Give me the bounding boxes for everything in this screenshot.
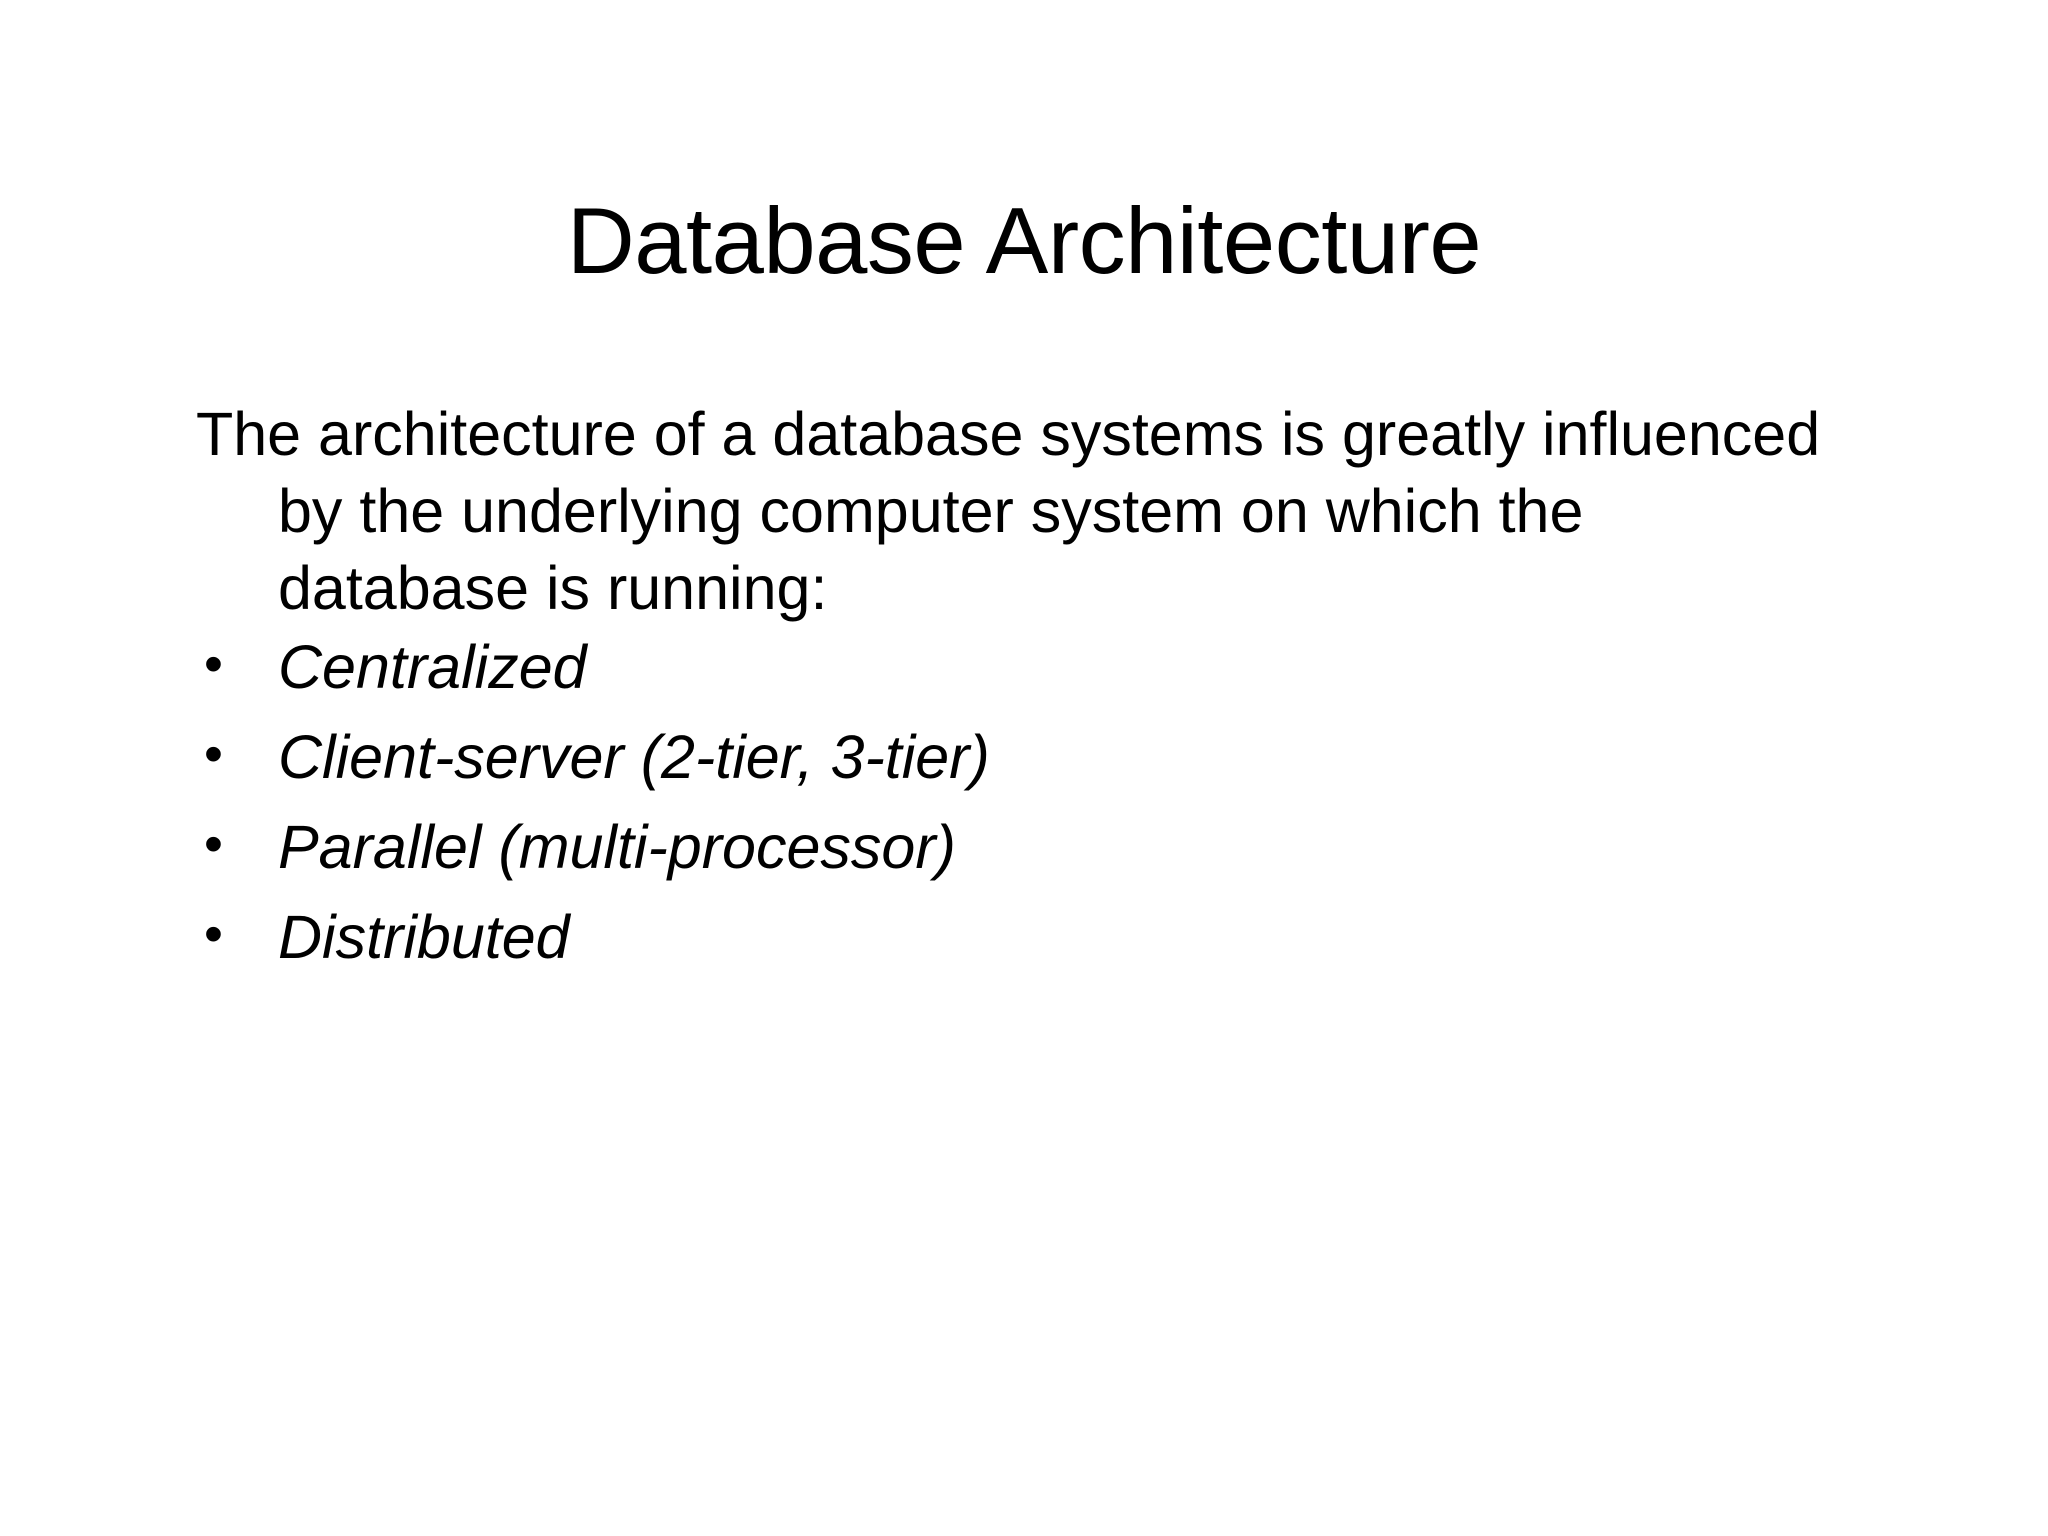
bullet-item-label: Client-server (2-tier, 3-tier) [278,722,990,791]
slide-body: The architecture of a database systems i… [196,396,1836,997]
list-item: • Distributed [196,902,1836,971]
bullet-item-label: Centralized [278,632,587,701]
lead-paragraph: The architecture of a database systems i… [196,400,1821,622]
architecture-bullet-list: • Centralized • Client-server (2-tier, 3… [196,632,1836,971]
list-item: • Parallel (multi-processor) [196,812,1836,881]
bullet-point-icon: • [204,633,223,694]
slide-title: Database Architecture [566,187,1482,293]
bullet-point-icon: • [204,813,223,874]
list-item: • Centralized [196,632,1836,701]
bullet-point-icon: • [204,903,223,964]
bullet-point-icon: • [204,723,223,784]
bullet-item-label: Distributed [278,902,570,971]
bullet-item-label: Parallel (multi-processor) [278,812,956,881]
list-item: • Client-server (2-tier, 3-tier) [196,722,1836,791]
